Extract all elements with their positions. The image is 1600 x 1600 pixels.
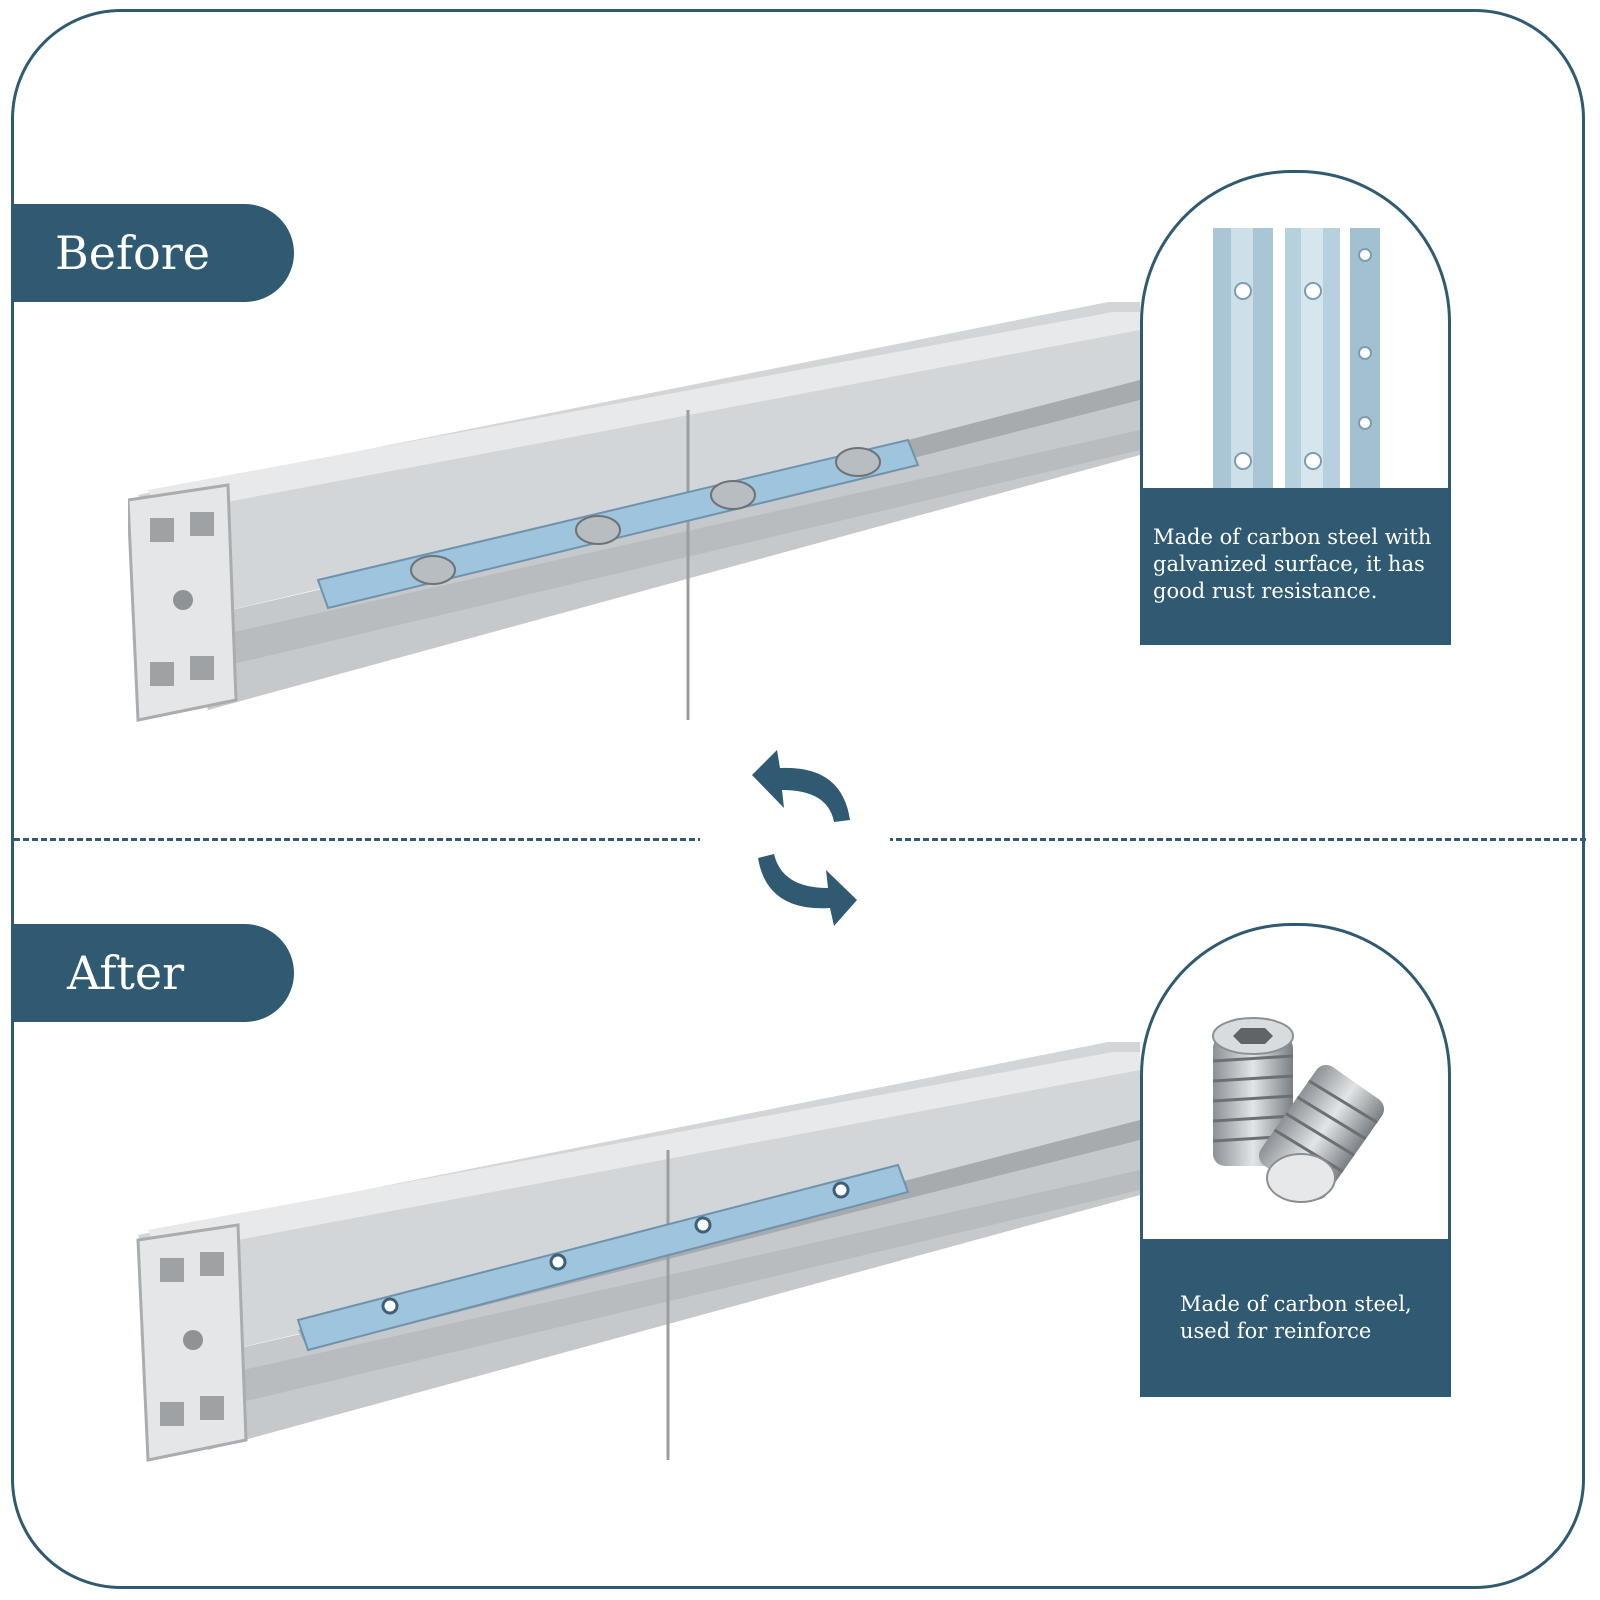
after-caption: Made of carbon steel, used for reinforce [1140,1239,1451,1397]
before-detail-panel: Made of carbon steel with galvanized sur… [1140,170,1451,645]
after-detail-panel: Made of carbon steel, used for reinforce [1140,923,1451,1397]
set-screws-photo [1140,923,1451,1248]
after-tab-label: After [67,946,185,1000]
before-caption: Made of carbon steel with galvanized sur… [1140,488,1451,645]
rounded-border-frame [11,9,1585,1589]
aluminum-profile-after-image [136,1042,1140,1462]
aluminum-profile-before-image [128,302,1140,722]
steel-plates-photo [1140,170,1451,499]
after-tab: After [11,924,294,1022]
refresh-arrows-icon [752,750,857,926]
before-tab-label: Before [55,226,210,280]
before-tab: Before [11,204,294,302]
